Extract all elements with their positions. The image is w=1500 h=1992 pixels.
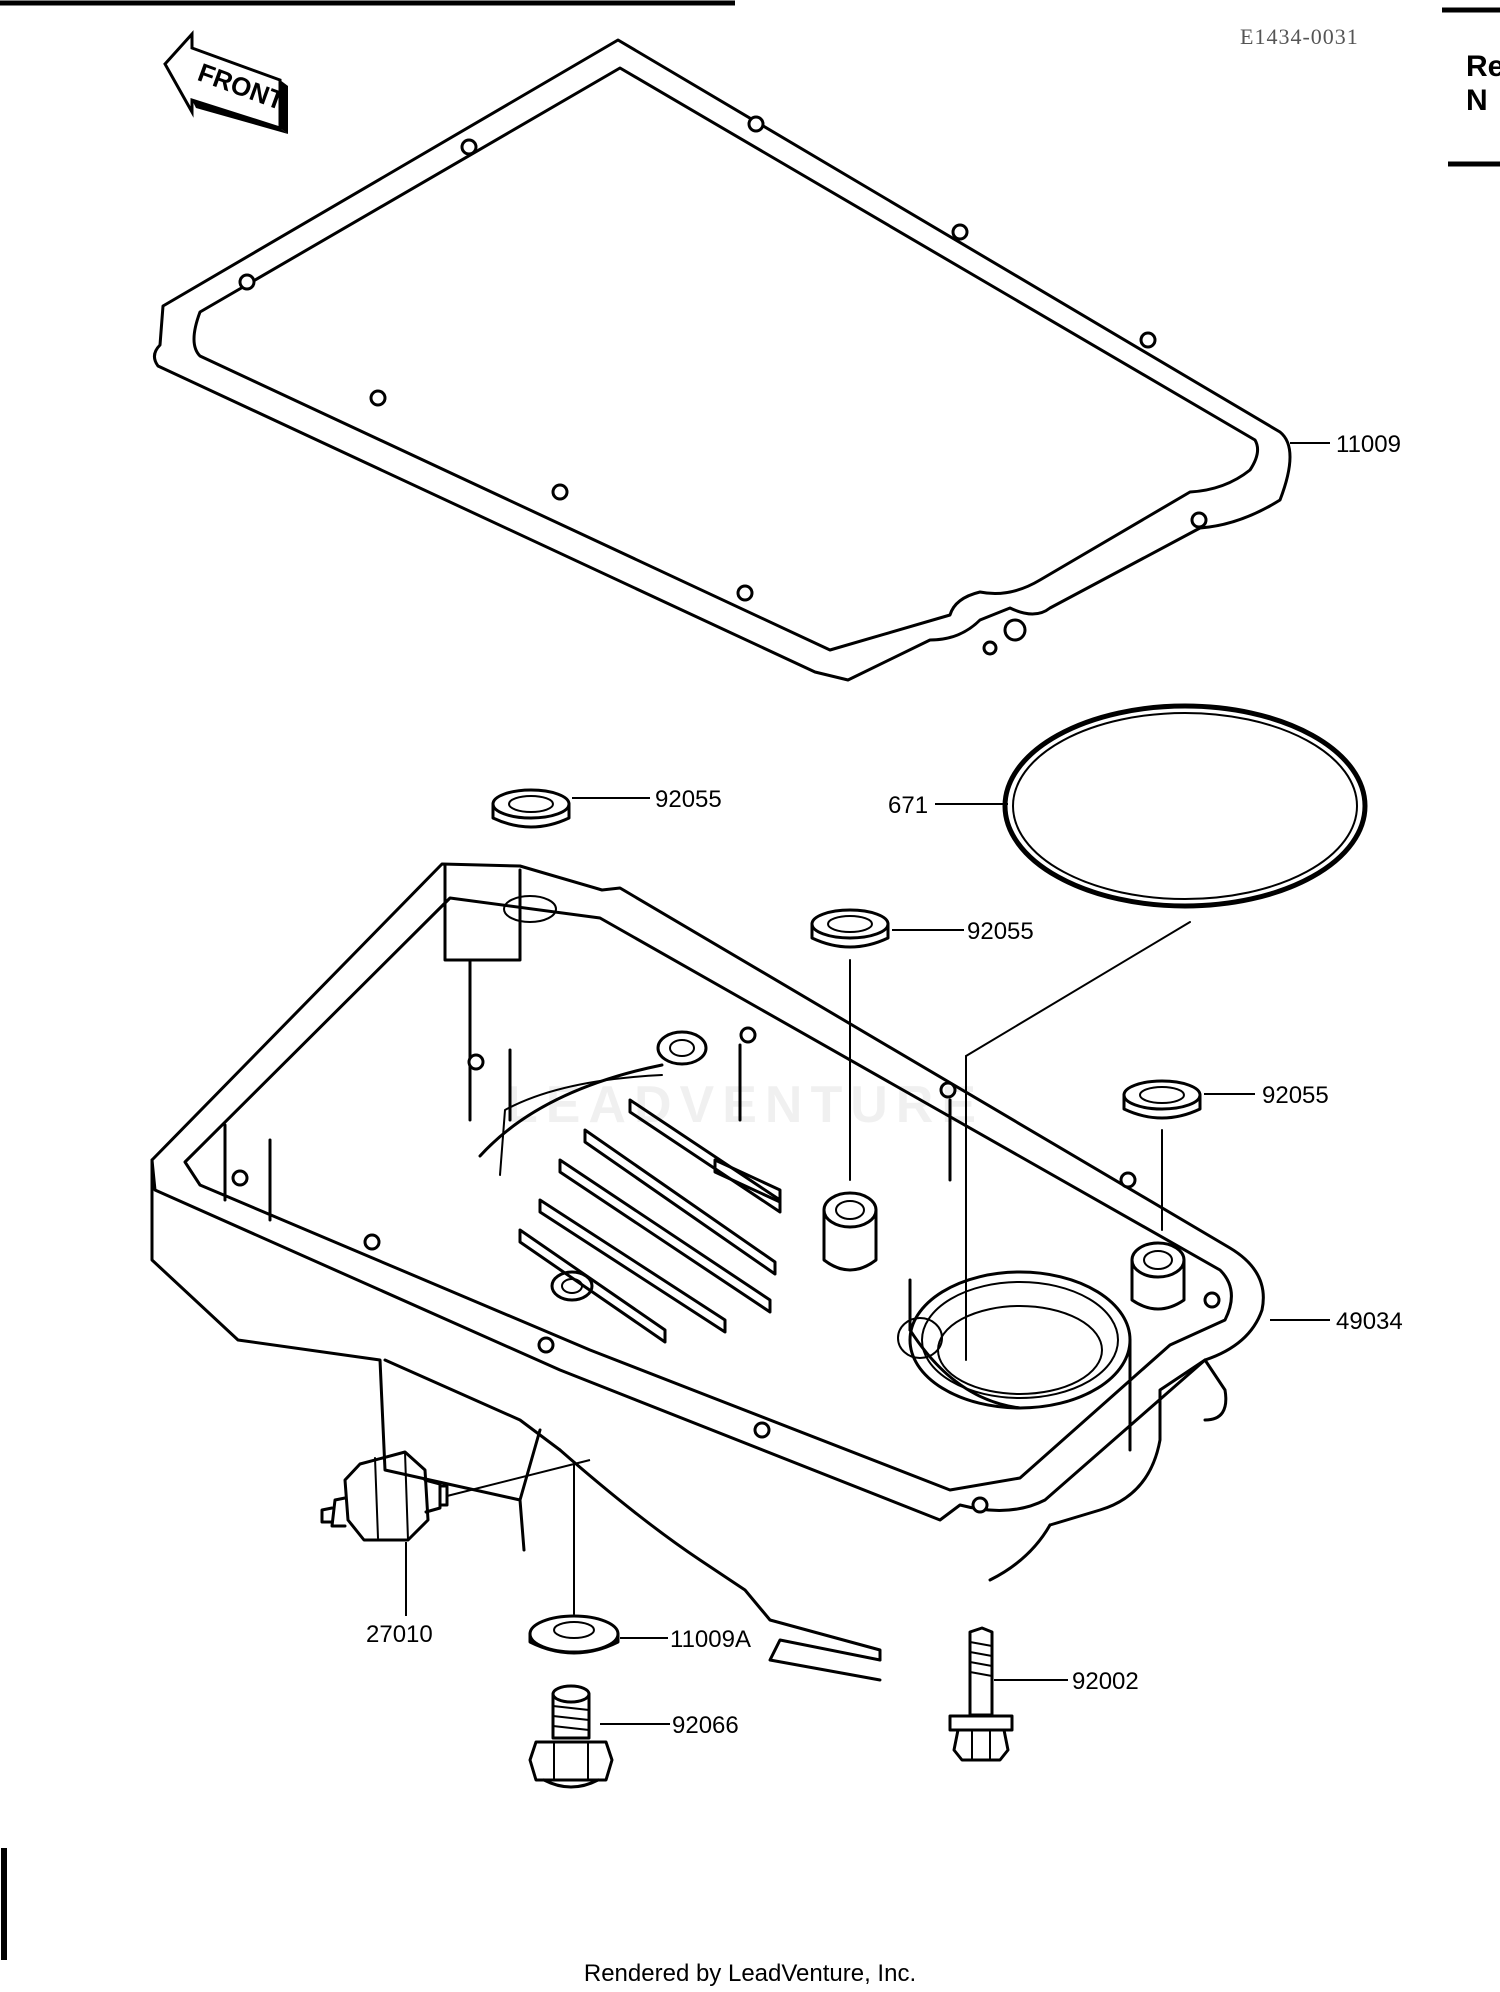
pan-bolt (948, 1626, 1014, 1762)
cutoff-line-2: N (1466, 84, 1488, 117)
callout-92002: 92002 (1072, 1668, 1139, 1695)
footer-credit: Rendered by LeadVenture, Inc. (583, 1960, 917, 1987)
align-line-o-ring (965, 921, 1191, 1057)
drain-plug (528, 1684, 614, 1789)
cutoff-line-1: Re (1466, 50, 1500, 83)
oil-seal-left (491, 788, 571, 829)
callout-92055-center: 92055 (967, 918, 1034, 945)
callout-92066: 92066 (672, 1712, 739, 1739)
callout-11009: 11009 (1336, 431, 1401, 458)
callout-49034: 49034 (1336, 1308, 1403, 1335)
watermark: LEADVENTURE (506, 1076, 984, 1134)
callout-27010: 27010 (366, 1621, 433, 1648)
leader-27010-to-pan (446, 1459, 591, 1497)
front-arrow-icon: FRONT (163, 30, 289, 134)
oil-seal-center (810, 908, 890, 949)
callout-671: 671 (888, 792, 928, 819)
callout-92055-left: 92055 (655, 786, 722, 813)
diagram-code: E1434-0031 (1240, 24, 1359, 49)
o-ring (1002, 703, 1368, 909)
oil-seal-right (1122, 1079, 1202, 1120)
callout-11009A: 11009A (670, 1626, 751, 1653)
oil-pan-gasket (153, 38, 1292, 682)
callout-92055-right: 92055 (1262, 1082, 1329, 1109)
cutoff-text: Re N (1466, 50, 1500, 118)
drain-washer (528, 1614, 620, 1655)
oil-pressure-switch (320, 1450, 449, 1542)
oil-pan (150, 862, 1265, 1682)
